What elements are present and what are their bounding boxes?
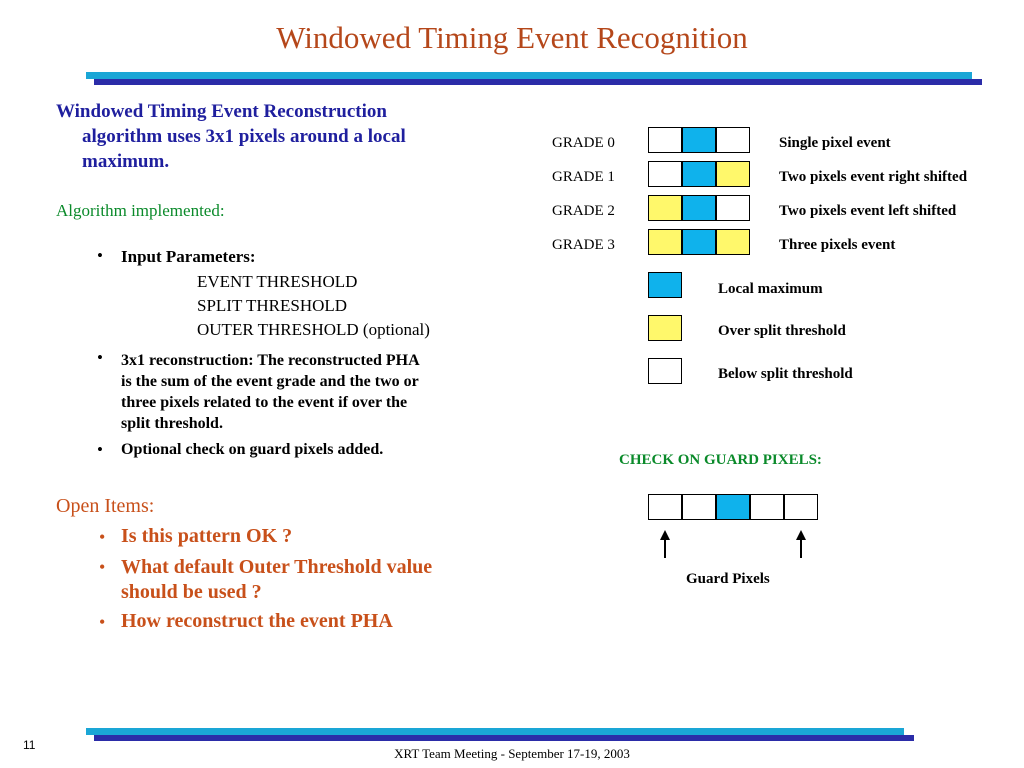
open-item-1: Is this pattern OK ?	[121, 525, 293, 547]
input-params-label: Input Parameters:	[121, 247, 256, 266]
grade-label: GRADE 3	[552, 237, 615, 253]
param-outer-threshold: OUTER THRESHOLD (optional)	[197, 320, 430, 339]
grade-3-cell-3	[716, 229, 750, 255]
footer-text: XRT Team Meeting - September 17-19, 2003	[394, 746, 630, 761]
grade-1-cell-2	[682, 161, 716, 187]
grade-2-cell-3	[716, 195, 750, 221]
grade-1-cell-3	[716, 161, 750, 187]
open-item-2-line-2: should be used ?	[121, 581, 262, 603]
open-item-3: How reconstruct the event PHA	[121, 610, 393, 632]
guard-cell-2	[716, 494, 750, 520]
guard-cell-1	[682, 494, 716, 520]
arrow-up-icon	[660, 530, 670, 540]
legend-swatch-1	[648, 315, 682, 341]
intro-line-1: Windowed Timing Event Reconstruction	[56, 101, 387, 122]
grade-2-cell-2	[682, 195, 716, 221]
legend-label: Local maximum	[718, 281, 823, 297]
grade-0-cell-2	[682, 127, 716, 153]
grade-1-cell-1	[648, 161, 682, 187]
open-item-2-line-1: What default Outer Threshold value	[121, 556, 433, 578]
grade-0-cell-3	[716, 127, 750, 153]
legend-label: Below split threshold	[718, 366, 853, 382]
bottom-rule-cyan	[86, 728, 904, 735]
arrow-shaft	[664, 538, 666, 558]
grade-desc: Three pixels event	[779, 237, 896, 253]
grade-2-cell-1	[648, 195, 682, 221]
guard-heading: CHECK ON GUARD PIXELS:	[619, 452, 822, 468]
open-items-heading: Open Items:	[56, 495, 155, 517]
slide-title: Windowed Timing Event Recognition	[276, 20, 748, 55]
arrow-shaft	[800, 538, 802, 558]
bullet-dot: •	[97, 246, 103, 265]
legend-swatch-0	[648, 272, 682, 298]
intro-line-2: algorithm uses 3x1 pixels around a local	[82, 126, 406, 147]
legend-label: Over split threshold	[718, 323, 846, 339]
param-event-threshold: EVENT THRESHOLD	[197, 272, 358, 291]
guard-cell-4	[784, 494, 818, 520]
top-rule-navy	[94, 79, 982, 85]
grade-label: GRADE 1	[552, 169, 615, 185]
grade-desc: Two pixels event right shifted	[779, 169, 968, 185]
top-rule-cyan	[86, 72, 972, 79]
grade-0-cell-1	[648, 127, 682, 153]
guard-cell-0	[648, 494, 682, 520]
intro-line-3: maximum.	[82, 151, 170, 172]
recon-line-1: 3x1 reconstruction: The reconstructed PH…	[121, 352, 420, 369]
guard-cell-3	[750, 494, 784, 520]
legend-swatch-2	[648, 358, 682, 384]
guard-pixels-label: Guard Pixels	[686, 571, 770, 587]
bullet-dot: •	[99, 557, 106, 577]
arrow-up-icon	[796, 530, 806, 540]
intro-text: Windowed Timing Event Reconstruction alg…	[56, 99, 506, 174]
bottom-rule-navy	[94, 735, 914, 741]
grade-label: GRADE 2	[552, 203, 615, 219]
reconstruction-text: 3x1 reconstruction: The reconstructed PH…	[121, 350, 420, 434]
grade-3-cell-2	[682, 229, 716, 255]
open-item-2: What default Outer Threshold value shoul…	[121, 555, 432, 605]
grade-desc: Two pixels event left shifted	[779, 203, 957, 219]
grade-desc: Single pixel event	[779, 135, 891, 151]
recon-line-2: is the sum of the event grade and the tw…	[121, 373, 419, 390]
grade-3-cell-1	[648, 229, 682, 255]
recon-line-3: three pixels related to the event if ove…	[121, 394, 408, 411]
algorithm-heading: Algorithm implemented:	[56, 201, 225, 220]
grade-label: GRADE 0	[552, 135, 615, 151]
bullet-dot: •	[97, 348, 103, 367]
param-split-threshold: SPLIT THRESHOLD	[197, 296, 348, 315]
bullet-dot: •	[99, 527, 106, 547]
bullet-dot: •	[97, 440, 103, 459]
guard-check-text: Optional check on guard pixels added.	[121, 441, 384, 458]
bullet-dot: •	[99, 612, 106, 632]
recon-line-4: split threshold.	[121, 415, 223, 432]
page-number: 11	[23, 738, 36, 752]
